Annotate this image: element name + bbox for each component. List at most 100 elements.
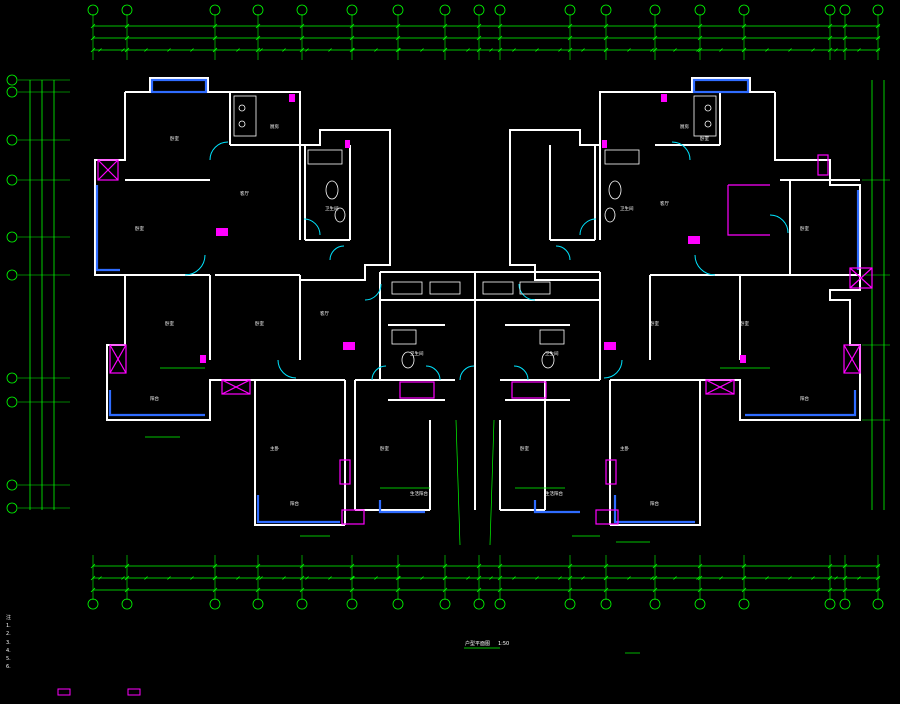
room-tag: 厨房: [270, 123, 279, 130]
axis-bubble-bottom: [600, 598, 612, 610]
room-tag: 生活阳台: [410, 490, 428, 497]
dimension-tick: [567, 575, 573, 581]
dimension-tick: [420, 48, 424, 52]
room-tag: 阳台: [800, 395, 809, 402]
dimension-tick: [834, 48, 838, 52]
note-line: 1.: [6, 623, 11, 630]
dimension-tick: [213, 576, 217, 580]
axis-bubble-bottom: [872, 598, 884, 610]
dimension-tick: [349, 587, 355, 593]
room-tag: 厨房: [680, 123, 689, 130]
dimension-tick: [697, 563, 703, 569]
dimension-tick: [466, 48, 470, 52]
note-line: 6.: [6, 664, 11, 671]
dimension-tick: [697, 587, 703, 593]
dimension-tick: [121, 48, 125, 52]
room-tag: 卧室: [165, 320, 174, 327]
dimension-tick: [374, 48, 378, 52]
room-tag: 卧室: [800, 225, 809, 232]
dimension-tick: [497, 563, 503, 569]
dimension-tick: [741, 563, 747, 569]
dimension-tick: [604, 576, 608, 580]
note-line: 2.: [6, 631, 11, 638]
dimension-tick: [741, 23, 747, 29]
dimension-tick: [719, 576, 723, 580]
dimension-tick: [349, 575, 355, 581]
row-axis-bubble: [6, 134, 18, 146]
axis-bubble-bottom: [694, 598, 706, 610]
dimension-tick: [442, 563, 448, 569]
dimension-tick: [124, 587, 130, 593]
axis-bubble-top: [473, 4, 485, 16]
dimension-tick: [395, 47, 401, 53]
dimension-tick: [124, 47, 130, 53]
axis-bubble-bottom: [439, 598, 451, 610]
row-axis-bubbles: [6, 74, 890, 514]
plumbing-fixtures: [233, 95, 717, 369]
dimension-tick: [395, 23, 401, 29]
dimension-tick: [213, 48, 217, 52]
axis-bubble-top: [872, 4, 884, 16]
note-line: 3.: [6, 639, 11, 646]
room-tag: 卧室: [650, 320, 659, 327]
room-tag: 卧室: [740, 320, 749, 327]
dimension-tick: [567, 47, 573, 53]
axis-bubble-bottom: [494, 598, 506, 610]
room-tag: 卧室: [135, 225, 144, 232]
note-line: 4.: [6, 647, 11, 654]
dimension-tick: [259, 48, 263, 52]
dimension-tick: [349, 563, 355, 569]
dimension-tick: [212, 563, 218, 569]
axis-bubble-top: [738, 4, 750, 16]
dimension-tick: [842, 563, 848, 569]
dimension-tick: [190, 576, 194, 580]
dimension-tick: [476, 35, 482, 41]
dimension-tick: [842, 23, 848, 29]
dimension-tick: [741, 35, 747, 41]
row-axis-bubble: [6, 396, 18, 408]
dimension-tick: [442, 23, 448, 29]
axis-bubble-bottom: [209, 598, 221, 610]
dimension-tick: [581, 576, 585, 580]
dimension-tick: [788, 48, 792, 52]
dimension-tick: [442, 35, 448, 41]
row-axis-bubble: [6, 502, 18, 514]
dimension-tick: [476, 587, 482, 593]
dimension-tick: [627, 576, 631, 580]
axis-bubble-top: [600, 4, 612, 16]
dimension-tick: [476, 563, 482, 569]
axis-bubble-top: [87, 4, 99, 16]
dimension-tick: [328, 48, 332, 52]
dimension-tick: [282, 576, 286, 580]
dimension-tick: [652, 587, 658, 593]
room-tag: 客厅: [240, 190, 249, 197]
axis-bubble-top: [121, 4, 133, 16]
dimension-tick: [512, 576, 516, 580]
dimension-tick: [652, 23, 658, 29]
dimension-tick: [581, 48, 585, 52]
dimension-tick: [443, 48, 447, 52]
magenta-markers: [200, 94, 746, 363]
equipment-boxes: [97, 154, 873, 525]
axis-bubble-bottom: [564, 598, 576, 610]
axis-bubble-bottom: [121, 598, 133, 610]
axis-bubble-top: [824, 4, 836, 16]
axis-bubble-bottom: [824, 598, 836, 610]
dimension-tick: [603, 35, 609, 41]
dimension-tick: [603, 23, 609, 29]
dimension-tick: [875, 23, 881, 29]
dimension-tick: [489, 48, 493, 52]
dimension-tick: [827, 575, 833, 581]
row-axis-bubble: [6, 231, 18, 243]
dimension-tick: [497, 587, 503, 593]
dimension-tick: [299, 47, 305, 53]
dimension-tick: [144, 576, 148, 580]
dimension-tick: [567, 35, 573, 41]
dimension-tick: [567, 563, 573, 569]
axis-bubble-top: [346, 4, 358, 16]
room-tag: 卧室: [380, 445, 389, 452]
dimension-tick: [124, 23, 130, 29]
dimension-tick: [650, 576, 654, 580]
room-tag: 卧室: [520, 445, 529, 452]
